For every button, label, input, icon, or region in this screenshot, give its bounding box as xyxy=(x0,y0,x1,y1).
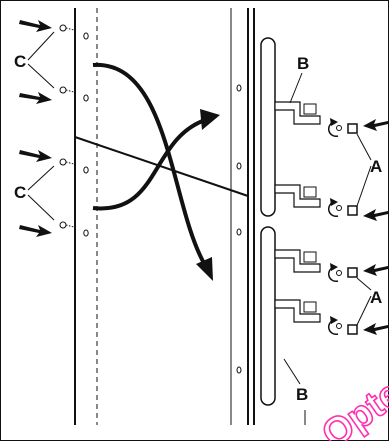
screw-hole xyxy=(236,84,242,92)
leader-line xyxy=(356,277,372,291)
rotate-arrow-icon xyxy=(328,118,342,138)
callout-b-upper: B xyxy=(297,54,309,73)
arrow-left-icon xyxy=(363,323,388,335)
handle-bracket xyxy=(274,101,321,125)
arrow-head-icon xyxy=(200,109,220,130)
curved-arrow-down xyxy=(92,62,207,267)
screw-hole xyxy=(236,366,242,374)
callout-a-upper: A xyxy=(370,157,382,176)
arrow-left-icon xyxy=(363,264,388,276)
leader-line xyxy=(27,165,55,191)
leader-line xyxy=(27,31,55,61)
cover-cap xyxy=(347,324,358,335)
handle-bar-upper xyxy=(260,37,276,217)
handle-bar-lower xyxy=(260,226,276,406)
screw-hole xyxy=(236,162,242,170)
rotate-arrow-icon xyxy=(328,263,342,283)
handle-bracket xyxy=(274,184,321,208)
leader-line xyxy=(356,165,372,207)
cover-cap xyxy=(347,267,358,278)
arrow-right-icon xyxy=(19,150,52,162)
leader-line xyxy=(356,133,372,161)
leader-line xyxy=(356,295,372,326)
leader-line xyxy=(283,358,301,385)
screw-icon xyxy=(59,221,75,229)
connector-line xyxy=(74,136,249,197)
arrow-head-icon xyxy=(196,257,213,281)
screw-icon xyxy=(59,158,75,166)
callout-c-upper: C xyxy=(14,52,26,71)
leader-line xyxy=(27,63,55,89)
handle-bracket xyxy=(274,249,321,273)
leader-line xyxy=(27,194,55,221)
arrow-left-icon xyxy=(363,209,388,221)
screw-hole xyxy=(236,228,242,236)
handle-bracket xyxy=(274,299,321,323)
screw-hole xyxy=(83,229,89,237)
callout-b-lower: B xyxy=(296,385,308,404)
leader-line xyxy=(289,72,303,104)
arrow-right-icon xyxy=(19,225,52,237)
left-panel: C C xyxy=(14,8,98,425)
cover-cap xyxy=(347,205,358,216)
arrow-right-icon xyxy=(19,92,52,104)
screw-hole xyxy=(83,94,89,102)
callout-a-lower: A xyxy=(370,288,382,307)
arrow-right-icon xyxy=(19,20,52,32)
cover-cap xyxy=(347,123,358,134)
rotate-arrow-icon xyxy=(328,316,342,336)
screw-icon xyxy=(59,86,75,94)
screw-hole xyxy=(83,166,89,174)
callout-c-lower: C xyxy=(14,183,26,202)
right-panel: A A B B xyxy=(230,8,388,425)
screw-icon xyxy=(59,24,75,32)
screw-hole xyxy=(83,32,89,40)
rotate-arrow-icon xyxy=(328,198,342,218)
arrow-left-icon xyxy=(363,119,388,131)
curved-arrow-up xyxy=(92,118,206,211)
